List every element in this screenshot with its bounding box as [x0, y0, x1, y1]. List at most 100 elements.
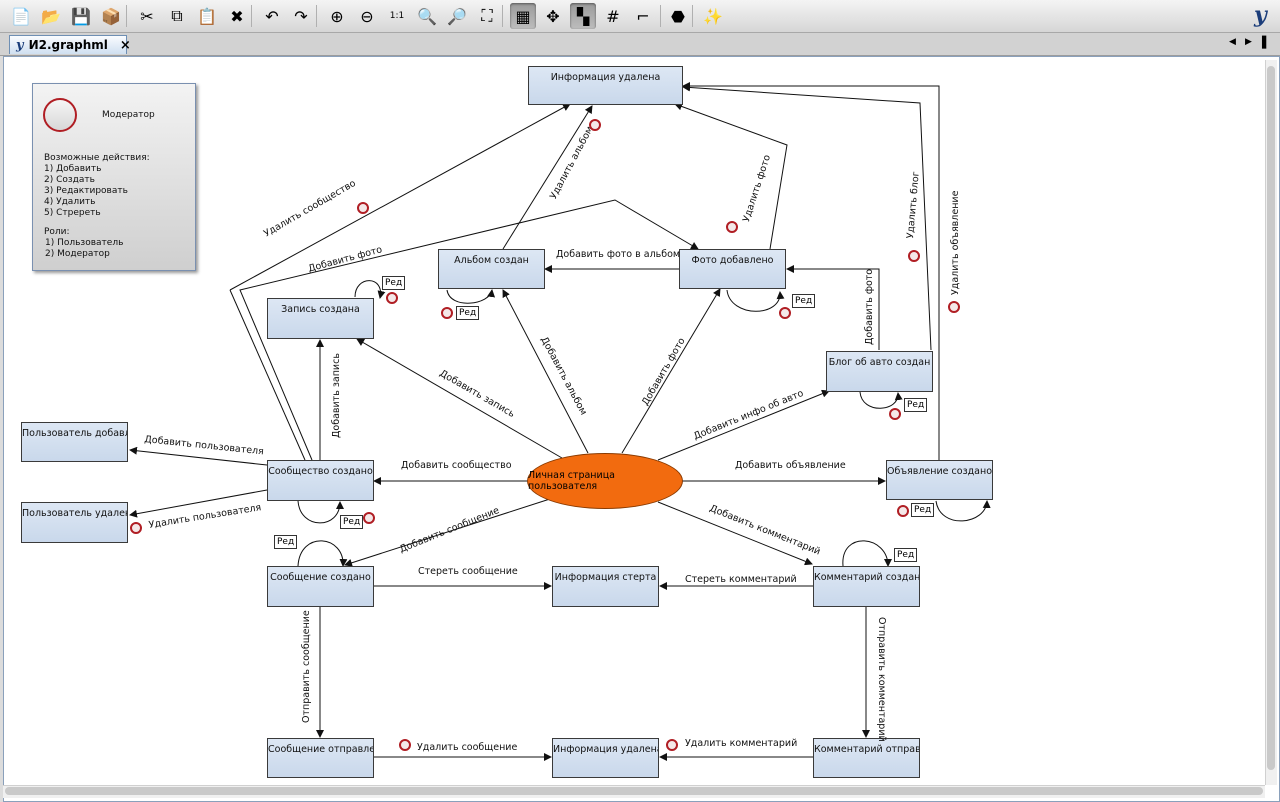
moderator-mark[interactable]	[589, 119, 601, 131]
node-post-created[interactable]: Запись создана	[267, 298, 374, 339]
export-icon[interactable]: 📦	[101, 6, 121, 26]
navigate-icon[interactable]: ✥	[546, 6, 560, 26]
diagram-canvas[interactable]	[3, 56, 1280, 802]
moderator-mark[interactable]	[779, 307, 791, 319]
vertical-scroll-thumb[interactable]	[1267, 66, 1275, 770]
zoom-actual-icon[interactable]: 1:1	[389, 11, 405, 21]
tab-close-icon[interactable]: ×	[119, 37, 131, 53]
edge-delete-user[interactable]	[129, 489, 268, 518]
moderator-mark[interactable]	[386, 292, 398, 304]
moderator-mark[interactable]	[948, 301, 960, 313]
moderator-mark[interactable]	[889, 408, 901, 420]
moderator-mark[interactable]	[441, 307, 453, 319]
edge-add-auto-info[interactable]	[657, 389, 830, 461]
moderator-mark[interactable]	[666, 739, 678, 751]
node-user-deleted[interactable]: Пользователь удален	[21, 502, 128, 543]
edit-tag[interactable]: Ред	[340, 515, 364, 529]
node-info-erased[interactable]: Информация стерта	[552, 566, 659, 607]
edge-delete-photo[interactable]	[674, 102, 788, 250]
node-user-added[interactable]: Пользователь добавлен	[21, 422, 128, 462]
edge-add-comment[interactable]	[657, 501, 813, 566]
label-add-post-vertical[interactable]: Добавить запись	[331, 353, 342, 438]
edge-delete-blog[interactable]	[682, 83, 932, 351]
edge-delete-community[interactable]	[229, 289, 306, 461]
edit-mode-icon[interactable]: ▦	[510, 3, 536, 29]
edge-add-post[interactable]	[356, 338, 563, 459]
cut-icon[interactable]: ✂	[140, 6, 154, 26]
node-info-deleted-top[interactable]: Информация удалена	[528, 66, 683, 105]
loop-post[interactable]	[354, 280, 386, 299]
moderator-mark[interactable]	[130, 522, 142, 534]
edit-tag[interactable]: Ред	[456, 306, 480, 320]
tab-menu-icon[interactable]: ▌	[1262, 36, 1271, 49]
moderator-mark[interactable]	[908, 250, 920, 262]
copy-icon[interactable]: ⧉	[171, 6, 183, 25]
magic-wand-icon[interactable]: ✨	[703, 6, 723, 26]
edge-add-photo-community[interactable]	[239, 199, 699, 461]
edge-add-message[interactable]	[344, 497, 554, 567]
node-photo-added[interactable]: Фото добавлено	[679, 249, 786, 289]
tab-next-icon[interactable]: ▶	[1245, 37, 1252, 47]
paste-icon[interactable]: 📋	[197, 6, 217, 26]
snap-icon[interactable]: ▚	[570, 3, 596, 29]
edit-tag[interactable]: Ред	[274, 535, 298, 549]
node-user-page[interactable]: Личная страница пользователя	[527, 453, 683, 509]
layout-icon[interactable]: ⬣	[671, 6, 685, 26]
loop-message[interactable]	[297, 540, 348, 567]
label-add-photo-blog[interactable]: Добавить фото	[864, 268, 875, 345]
edit-tag[interactable]: Ред	[382, 276, 406, 290]
label-send-message[interactable]: Отправить сообщение	[301, 610, 312, 723]
edge-delete-community-2[interactable]	[229, 103, 571, 291]
moderator-mark[interactable]	[357, 202, 369, 214]
node-blog-created[interactable]: Блог об авто создан	[826, 351, 933, 392]
node-comment-created[interactable]: Комментарий создан	[813, 566, 920, 607]
moderator-mark[interactable]	[399, 739, 411, 751]
label-erase-comment[interactable]: Стереть комментарий	[685, 574, 797, 585]
tab-prev-icon[interactable]: ◀	[1229, 37, 1236, 47]
zoom-out-icon[interactable]: ⊖	[360, 6, 374, 26]
tab-document[interactable]: y И2.graphml ×	[9, 35, 131, 54]
edit-tag[interactable]: Ред	[894, 548, 918, 562]
edit-tag[interactable]: Ред	[911, 503, 935, 517]
label-add-community[interactable]: Добавить сообщество	[401, 460, 512, 471]
open-folder-icon[interactable]: 📂	[41, 6, 61, 26]
node-ad-created[interactable]: Объявление создано	[886, 460, 993, 500]
legend-box[interactable]: Модератор Возможные действия: 1) Добавит…	[32, 83, 196, 271]
zoom-in-icon[interactable]: ⊕	[330, 6, 344, 26]
edge-add-user[interactable]	[129, 446, 268, 466]
grid-icon[interactable]: #	[606, 6, 620, 26]
node-message-sent[interactable]: Сообщение отправлено	[267, 738, 374, 778]
loop-ad[interactable]	[935, 500, 991, 522]
zoom-icon[interactable]: 🔍	[417, 6, 437, 26]
save-icon[interactable]: 💾	[71, 6, 91, 26]
loop-photo[interactable]	[726, 289, 785, 312]
fit-content-icon[interactable]: ⛶	[481, 6, 493, 25]
label-delete-comment[interactable]: Удалить комментарий	[685, 738, 798, 749]
node-community-created[interactable]: Сообщество создано	[267, 460, 374, 501]
edit-tag[interactable]: Ред	[792, 294, 816, 308]
label-send-comment[interactable]: Отправить комментарий	[876, 617, 887, 742]
delete-icon[interactable]: ✖	[230, 6, 244, 26]
node-info-deleted-bottom[interactable]: Информация удалена	[552, 738, 659, 778]
label-add-photo-to-album[interactable]: Добавить фото в альбом	[556, 249, 681, 260]
edge-add-photo-blog[interactable]	[786, 265, 880, 350]
node-comment-sent[interactable]: Комментарий отправлен	[813, 738, 920, 778]
edge-delete-album[interactable]	[502, 105, 593, 250]
label-delete-ad[interactable]: Удалить объявление	[950, 190, 961, 295]
moderator-mark[interactable]	[363, 512, 375, 524]
node-album-created[interactable]: Альбом создан	[438, 249, 545, 289]
loop-blog[interactable]	[859, 391, 903, 409]
label-add-ad[interactable]: Добавить объявление	[735, 460, 846, 471]
horizontal-scroll-thumb[interactable]	[5, 787, 1263, 795]
zoom-selection-icon[interactable]: 🔎	[447, 6, 467, 26]
node-message-created[interactable]: Сообщение создано	[267, 566, 374, 607]
redo-icon[interactable]: ↷	[294, 6, 308, 26]
loop-community[interactable]	[297, 500, 344, 524]
edge-add-photo[interactable]	[621, 288, 721, 454]
loop-album[interactable]	[446, 289, 496, 304]
moderator-mark[interactable]	[897, 505, 909, 517]
edge-add-album[interactable]	[502, 289, 589, 454]
label-erase-message[interactable]: Стереть сообщение	[418, 566, 518, 577]
new-document-icon[interactable]: 📄	[11, 6, 31, 26]
loop-comment[interactable]	[842, 540, 892, 567]
